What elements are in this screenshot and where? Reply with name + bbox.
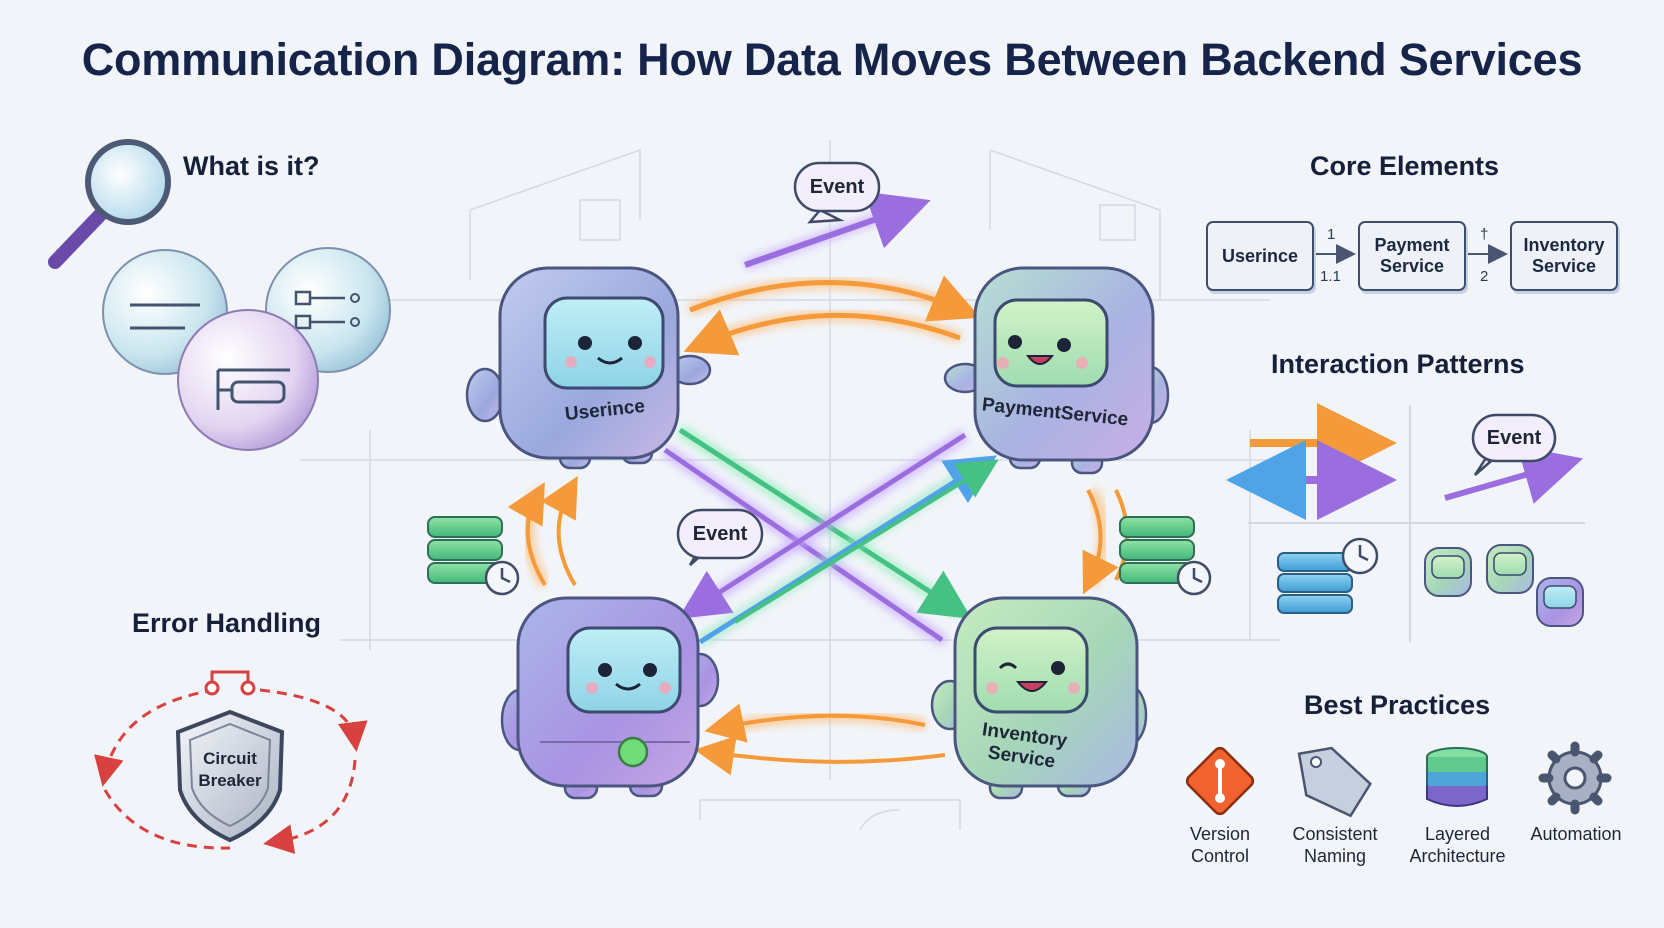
pattern-request-response-icon bbox=[1226, 403, 1397, 520]
arrow-user-to-payment bbox=[687, 275, 981, 322]
interaction-patterns-heading: Interaction Patterns bbox=[1271, 349, 1525, 379]
best-practices-heading: Best Practices bbox=[1304, 690, 1491, 720]
sequence-number-1-1: 1.1 bbox=[1320, 268, 1341, 285]
best-practice-layered-architecture: Layered Architecture bbox=[1409, 824, 1506, 866]
robot-payment-service bbox=[943, 266, 1170, 475]
event-arrow-top bbox=[743, 191, 931, 271]
core-elements-heading: Core Elements bbox=[1310, 151, 1500, 181]
circuit-breaker-label: Circuit Breaker bbox=[198, 749, 262, 790]
event-bubble-pattern-label: Event bbox=[1486, 427, 1542, 449]
arrow-left-vertical bbox=[507, 476, 578, 589]
page-title: Communication Diagram: How Data Moves Be… bbox=[81, 34, 1583, 85]
sequence-number-1: 1 bbox=[1327, 226, 1336, 243]
circuit-breaker-loop bbox=[94, 670, 368, 854]
error-handling-heading: Error Handling bbox=[132, 608, 322, 638]
gear-icon bbox=[1538, 741, 1612, 815]
event-bubble-top-label: Event bbox=[809, 176, 865, 198]
arrow-payment-to-user bbox=[683, 309, 963, 356]
sequence-mark-dagger: † bbox=[1480, 226, 1489, 243]
best-practice-automation: Automation bbox=[1530, 824, 1622, 844]
pattern-queue-icon bbox=[1277, 537, 1379, 614]
magnifier-icon bbox=[48, 139, 171, 269]
database-right-icon bbox=[1119, 516, 1212, 596]
database-left-icon bbox=[427, 516, 520, 596]
concept-bubble-diagram-icon bbox=[177, 309, 319, 451]
git-diamond-icon bbox=[1185, 746, 1255, 816]
interaction-patterns-grid bbox=[1248, 405, 1585, 642]
robot-user-service bbox=[465, 266, 712, 470]
arrow-processor-to-payment bbox=[696, 455, 999, 648]
best-practice-consistent-naming: Consistent Naming bbox=[1292, 824, 1378, 866]
shield-icon bbox=[175, 709, 285, 843]
arrow-payment-to-processor bbox=[678, 429, 969, 619]
arrow-inventory-to-processor bbox=[694, 703, 946, 776]
layers-icon bbox=[1426, 747, 1488, 807]
what-is-it-heading: What is it? bbox=[183, 151, 320, 181]
event-bubble-top bbox=[793, 161, 881, 224]
sequence-number-2: 2 bbox=[1480, 268, 1489, 285]
pattern-event-icon bbox=[1444, 413, 1584, 504]
core-box-user: Userince bbox=[1206, 221, 1314, 291]
tag-icon bbox=[1297, 746, 1372, 818]
robot-processor-service bbox=[500, 596, 720, 800]
robot-inventory-service bbox=[930, 596, 1148, 800]
event-bubble-center bbox=[676, 508, 764, 566]
best-practice-version-control: Version Control bbox=[1189, 824, 1251, 866]
event-bubble-center-label: Event bbox=[692, 523, 748, 545]
pattern-multi-service-icon bbox=[1424, 544, 1584, 627]
